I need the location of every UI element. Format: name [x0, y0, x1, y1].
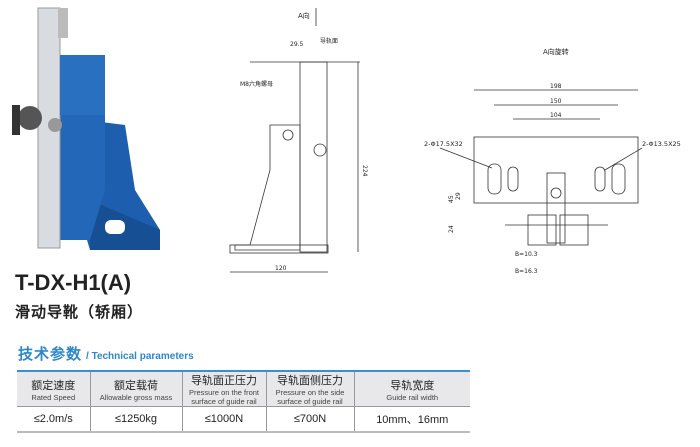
svg-text:45: 45 — [448, 195, 455, 203]
svg-text:导轨面: 导轨面 — [320, 37, 338, 45]
svg-text:A向: A向 — [298, 11, 310, 20]
product-name: 滑动导靴（轿厢） — [15, 304, 144, 321]
front-view-drawing: A向旋转 198 150 104 2-Φ17.5X32 2-Φ13.5X25 2… — [424, 47, 681, 275]
product-photo — [12, 7, 160, 250]
svg-text:29.5: 29.5 — [290, 41, 304, 48]
svg-text:150: 150 — [550, 98, 562, 105]
side-view-drawing: A向 29.5 导轨面 M8六角螺母 224 120 — [229, 8, 368, 273]
svg-text:M8六角螺母: M8六角螺母 — [240, 80, 273, 88]
svg-text:198: 198 — [550, 83, 562, 90]
product-model: T-DX-H1(A) — [15, 270, 132, 295]
section-heading: 技术参数 / Technical parameters — [18, 343, 194, 364]
value-gross-mass: ≤1250kg — [90, 406, 183, 432]
svg-text:B=16.3: B=16.3 — [515, 268, 538, 275]
svg-text:24: 24 — [448, 225, 455, 233]
svg-text:104: 104 — [550, 112, 562, 119]
hole-right-label: 2-Φ13.5X25 — [642, 140, 681, 148]
value-rail-width: 10mm、16mm — [376, 413, 449, 426]
section-title-cn: 技术参数 — [18, 346, 83, 363]
section-title-en: / Technical parameters — [86, 351, 194, 362]
hole-left-label: 2-Φ17.5X32 — [424, 140, 463, 148]
svg-text:120: 120 — [275, 265, 287, 272]
svg-text:224: 224 — [361, 165, 368, 177]
svg-text:B=10.3: B=10.3 — [515, 251, 538, 258]
value-side-pressure: ≤700N — [266, 406, 355, 432]
svg-text:29: 29 — [455, 192, 462, 200]
value-front-pressure: ≤1000N — [182, 406, 267, 432]
value-rated-speed: ≤2.0m/s — [17, 406, 91, 432]
table-row: ≤2.0m/s ≤1250kg ≤1000N ≤700N 10mm、16mm — [17, 406, 470, 432]
svg-text:A向旋转: A向旋转 — [543, 47, 569, 56]
